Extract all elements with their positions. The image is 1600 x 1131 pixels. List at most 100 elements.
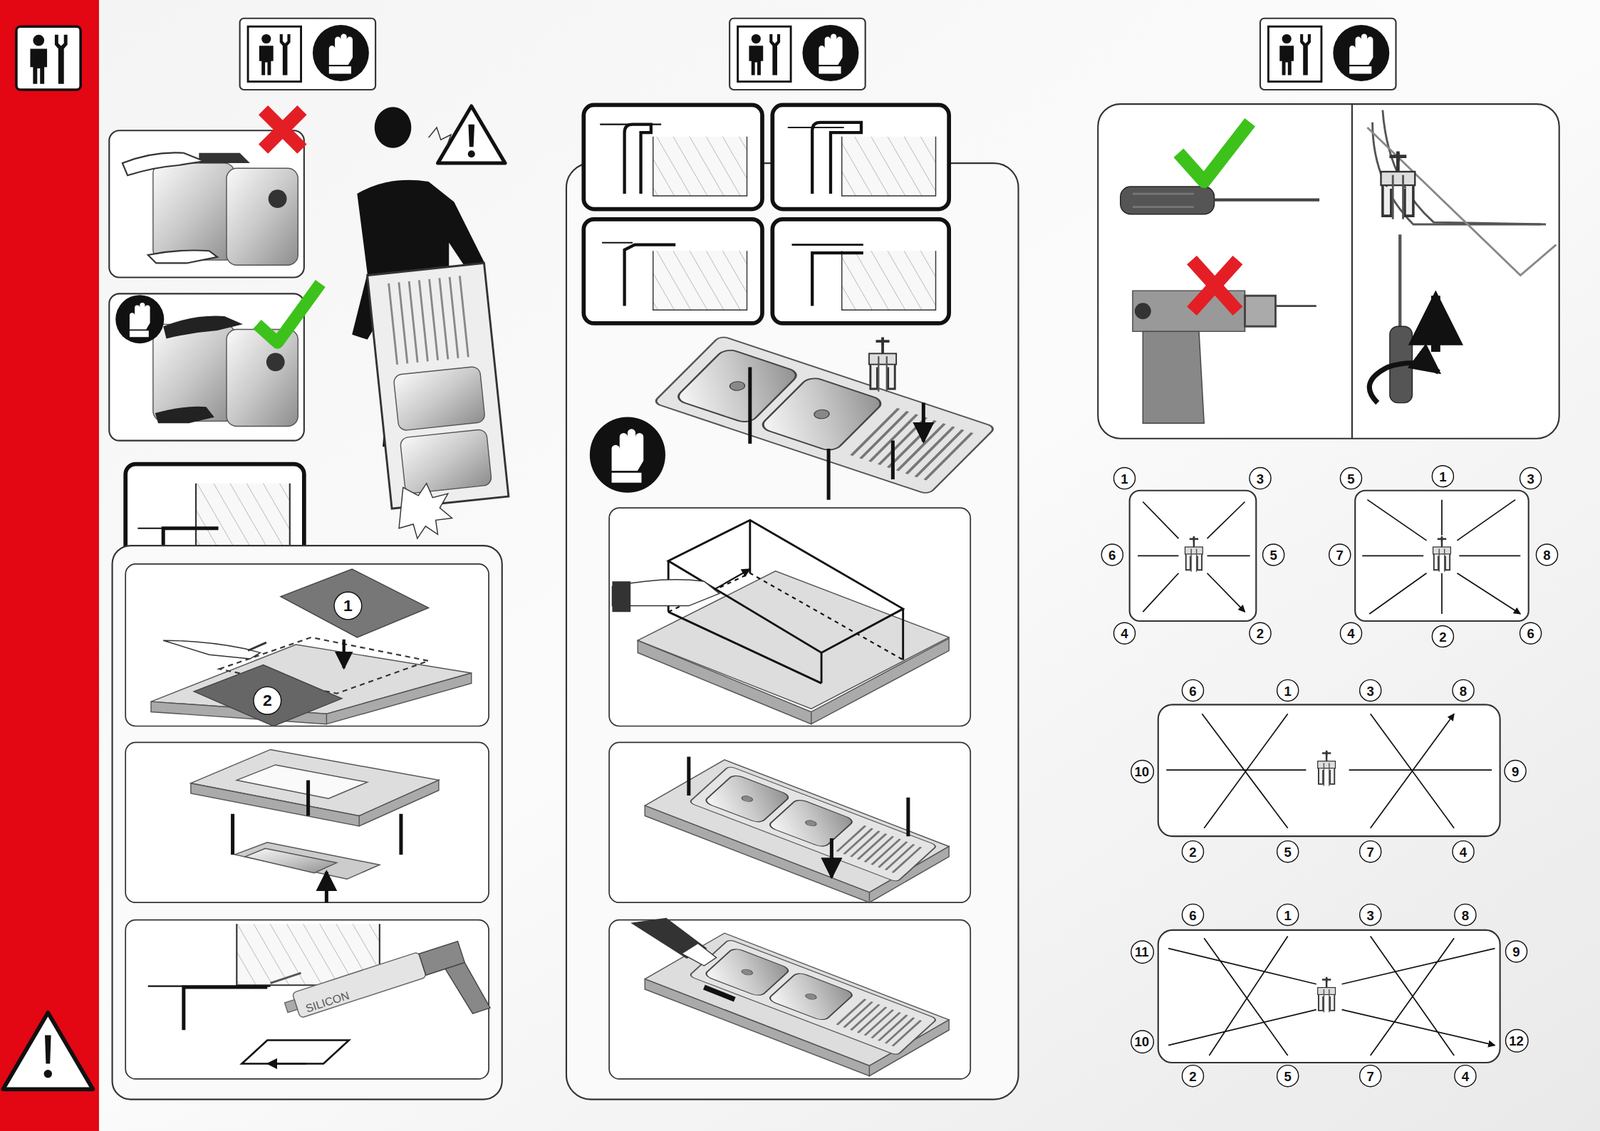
drawing-part <box>1367 127 1556 276</box>
callout-circle: 9 <box>1505 940 1529 964</box>
drawing-part <box>842 136 937 196</box>
callout-circle: 5 <box>1276 1065 1300 1088</box>
drawing-part <box>266 352 285 372</box>
callout-number: 3 <box>1256 471 1264 486</box>
drawing-part <box>468 150 476 158</box>
drawing-part <box>428 127 452 147</box>
drawing-part <box>688 939 938 1056</box>
drawing-part <box>1354 490 1529 622</box>
drawing-part <box>183 987 268 1031</box>
drawing-part <box>1349 769 1493 771</box>
drawing-part <box>1372 122 1541 225</box>
drawing-part <box>729 18 866 90</box>
callout-number: 6 <box>1526 626 1534 641</box>
drawing-part <box>232 780 402 903</box>
drawing-part <box>703 987 735 1000</box>
drawing-part <box>112 545 503 1100</box>
callout-number: 2 <box>1188 1069 1197 1083</box>
drawing-part <box>241 1040 349 1065</box>
drawing-part <box>609 507 971 726</box>
callout-number: 2 <box>1439 629 1447 644</box>
drawing-part <box>1142 331 1204 424</box>
drawing-part <box>445 959 491 1018</box>
callout-circle: 6 <box>1181 904 1205 927</box>
drawing-part <box>653 335 996 495</box>
callout-number: 1 <box>1120 471 1128 486</box>
drawing-part <box>16 26 81 90</box>
drawing-part <box>1158 704 1501 837</box>
drawing-part <box>1431 295 1441 352</box>
callout-number: 1 <box>343 597 353 615</box>
drawing-part <box>681 943 717 967</box>
drawing-part <box>601 242 633 244</box>
callout-circle: 2 <box>1181 1065 1205 1088</box>
drawing-part <box>198 153 251 164</box>
callout-number: 4 <box>1120 626 1128 641</box>
drawing-part <box>653 136 748 196</box>
tool-panel <box>1097 104 1559 439</box>
drawing-part <box>653 250 748 310</box>
tube-label: SILICON <box>304 990 351 1015</box>
drawing-part <box>280 569 429 638</box>
drawing-part <box>842 250 937 310</box>
drawing-part <box>1214 198 1321 202</box>
drawing-part <box>125 742 489 903</box>
callout-circle: 1 <box>1431 465 1455 488</box>
drawing-part <box>137 527 164 530</box>
callout-circle: 6 <box>1181 679 1205 703</box>
callout-circle: 6 <box>1519 621 1543 645</box>
drawing-part <box>812 122 862 194</box>
callout-circle: 10 <box>1129 759 1154 783</box>
callout-number: 7 <box>1367 1069 1375 1083</box>
drawing-part <box>155 406 215 424</box>
drawing-part <box>236 765 367 799</box>
callout-circle: 5 <box>1262 543 1286 567</box>
callout-circle: 8 <box>1535 543 1559 567</box>
callout-number: 6 <box>1188 908 1197 922</box>
drawing-part <box>772 104 949 209</box>
callout-number: 3 <box>1367 908 1375 922</box>
callout-number: 7 <box>1367 844 1375 859</box>
drawing-part <box>1433 536 1452 573</box>
callout-number: 2 <box>262 692 273 709</box>
drawing-part <box>609 742 971 903</box>
drawing-part <box>240 18 377 90</box>
callout-circle: 3 <box>1359 679 1383 703</box>
callout-circle: 12 <box>1504 1028 1529 1053</box>
callout-number: 8 <box>1461 908 1469 922</box>
callout-number: 3 <box>1367 683 1375 698</box>
callout-number: 1 <box>1283 908 1291 922</box>
drawing-part <box>1132 193 1194 208</box>
drawing-part <box>750 366 924 500</box>
drawing-part <box>1166 713 1454 828</box>
callout-circle: 3 <box>1248 467 1272 491</box>
callout-number: 2 <box>1256 626 1264 641</box>
drawing-part <box>1351 104 1353 439</box>
drawing-part <box>566 163 1019 1100</box>
drawing-part <box>247 642 267 651</box>
callout-number: 9 <box>1511 764 1519 778</box>
drawing-part <box>842 136 937 196</box>
drawing-part <box>1245 295 1317 327</box>
drawing-part <box>122 152 205 176</box>
header-icons <box>240 18 1397 90</box>
drawing-part <box>772 219 949 324</box>
callout-number: 11 <box>1134 945 1150 959</box>
drawing-part <box>468 124 475 148</box>
drawing-part <box>842 250 937 310</box>
callout-circle: 2 <box>1248 621 1272 645</box>
callout-circle: 9 <box>1503 760 1527 783</box>
callout-circle: 4 <box>1339 621 1363 645</box>
drawing-part <box>163 315 243 339</box>
callout-number: 9 <box>1512 945 1520 959</box>
callout-circle: 3 <box>1519 467 1543 491</box>
drawing-part <box>611 581 631 612</box>
callout-circle: 2 <box>252 686 282 716</box>
drawing-part <box>437 106 506 164</box>
callout-number: 6 <box>1188 683 1197 698</box>
drawing-part <box>268 189 288 209</box>
callout-circle: 11 <box>1129 939 1154 964</box>
drawing-part <box>125 920 489 1080</box>
callout-circle: 10 <box>1129 1030 1154 1054</box>
